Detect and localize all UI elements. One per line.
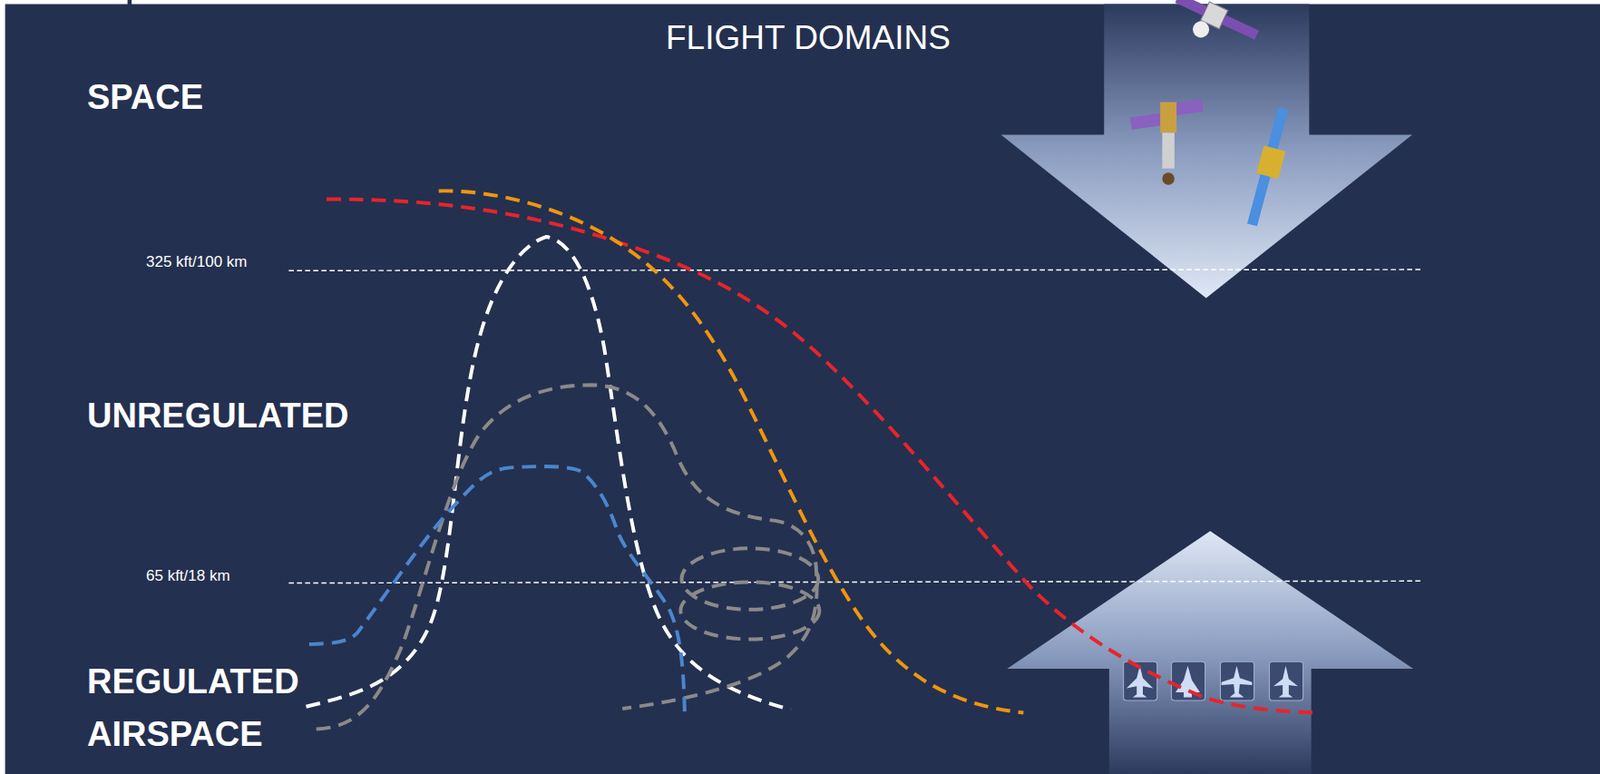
space-arrow [1001, 4, 1413, 299]
altitude-label: 65 kft/18 km [146, 567, 231, 584]
white-trajectory [306, 236, 791, 710]
domain-label: REGULATED AIRSPACE [87, 654, 342, 761]
satellite-icons [1130, 0, 1297, 229]
diagram-title: FLIGHT DOMAINS [665, 20, 951, 55]
altitude-label: 325 kft/100 km [146, 253, 248, 270]
gray-loop [682, 547, 820, 610]
domain-label: SPACE [87, 79, 204, 115]
airspace-arrow [1006, 530, 1414, 774]
airspace-ceiling [288, 580, 1424, 583]
aircraft-icons [1123, 661, 1304, 701]
aircraft-silhouettes [1126, 665, 1298, 698]
domain-label: UNREGULATED [87, 398, 350, 433]
gray-trajectory [316, 384, 818, 729]
red-trajectory [326, 198, 1317, 713]
blue-trajectory [309, 466, 685, 713]
gray-loop [680, 581, 820, 639]
orange-trajectory [439, 190, 1025, 713]
karman-line [288, 269, 1424, 271]
